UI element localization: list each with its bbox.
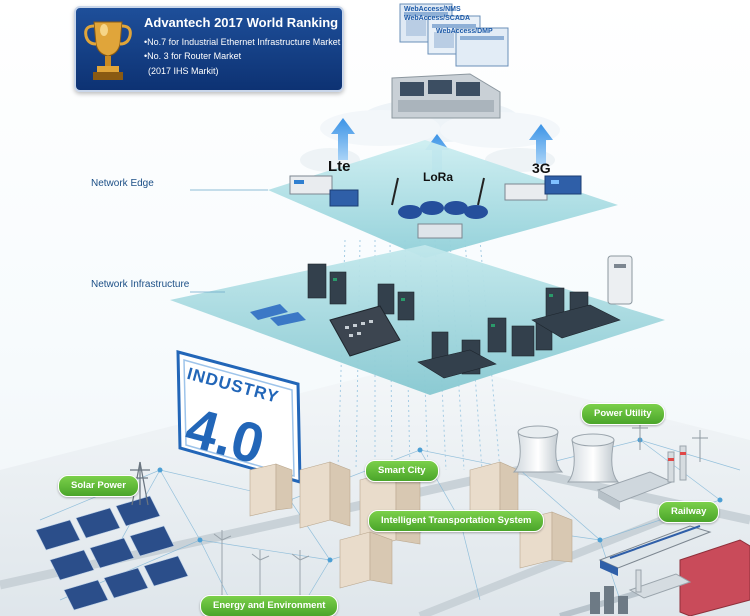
solar-power-pill[interactable]: Solar Power [58,475,139,497]
webaccess-nms-label: WebAccess/NMS [404,6,461,13]
lora-gateway-device [391,177,488,239]
factory-buildings [590,539,750,616]
its-pill[interactable]: Intelligent Transportation System [368,510,545,532]
smart-city-pill[interactable]: Smart City [365,460,439,482]
wireless-ap-device [607,255,633,305]
network-infrastructure-layer [170,245,665,395]
trophy-icon [84,21,132,80]
railway-train [598,525,712,576]
network-edge-layer [190,140,618,258]
lora-badge: LoRa [423,170,453,184]
cloud-control-center [300,3,560,172]
edge-router-device [289,175,359,207]
award-title: Advantech 2017 World Ranking [144,15,339,30]
webaccess-dmp-label: WebAccess/DMP [436,28,493,35]
award-line-2: •No. 3 for Router Market [144,51,242,61]
3g-badge: 3G [532,160,551,176]
webaccess-scada-label: WebAccess/SCADA [404,15,471,22]
lte-badge: Lte [328,158,351,175]
award-line-1: •No.7 for Industrial Ethernet Infrastruc… [144,37,341,47]
serial-server-device [329,305,401,357]
power-plant [512,420,708,510]
3g-router-device [504,175,582,201]
railway-pill[interactable]: Railway [658,501,720,523]
network-infrastructure-label: Network Infrastructure [91,279,190,290]
media-converter-device [250,304,306,326]
world-ranking-panel: Advantech 2017 World Ranking •No.7 for I… [74,6,344,92]
power-utility-pill[interactable]: Power Utility [581,403,665,425]
network-edge-label: Network Edge [91,178,154,189]
solar-field [35,461,189,611]
energy-environment-pill[interactable]: Energy and Environment [200,595,339,616]
award-source: (2017 IHS Markit) [148,66,219,76]
